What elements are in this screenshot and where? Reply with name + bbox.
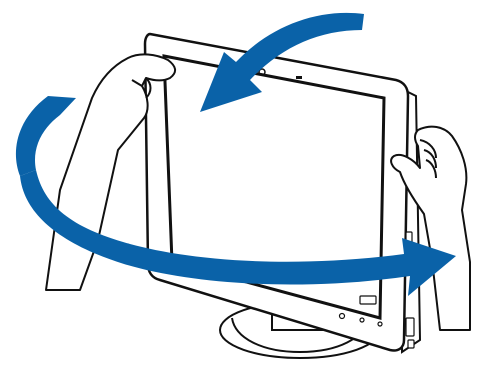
monitor-icon xyxy=(143,32,422,354)
rotate-arrow-upper-icon xyxy=(200,12,364,112)
right-hand-icon xyxy=(390,125,471,331)
swivel-arrow-back-icon xyxy=(15,96,76,176)
monitor-screen xyxy=(162,54,386,320)
front-buttons xyxy=(338,295,383,327)
swivel-arrow-front-icon xyxy=(20,170,456,296)
indicator-light xyxy=(296,76,302,79)
camera-icon xyxy=(258,68,266,76)
